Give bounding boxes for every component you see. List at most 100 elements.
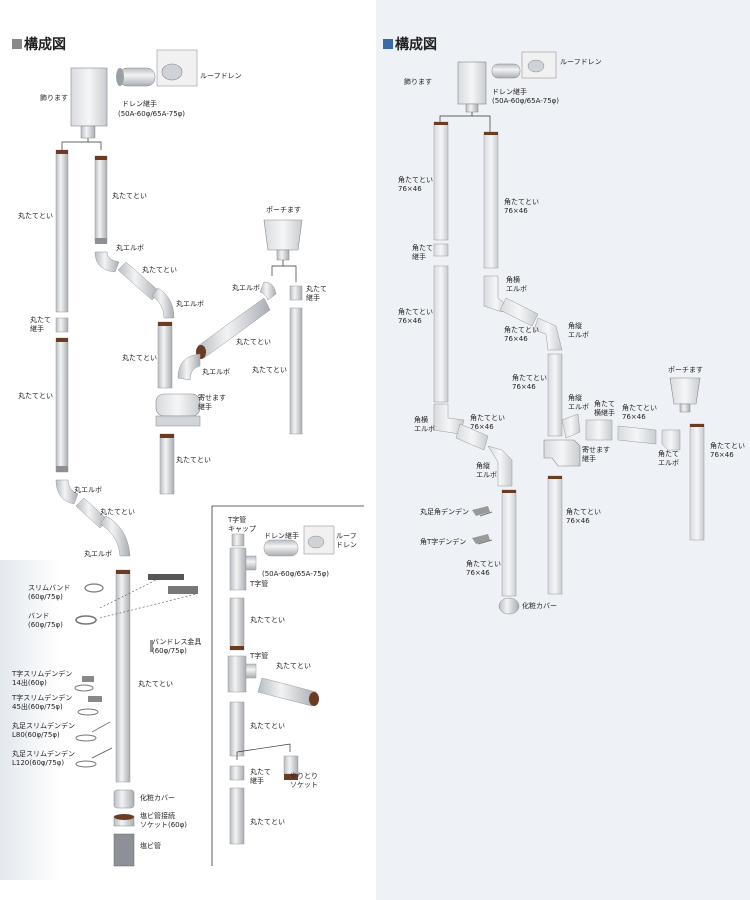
square-gutter-pipe (547, 475, 563, 595)
porch-box-label: ポーチます (266, 206, 301, 214)
bracket-fittings (74, 676, 113, 768)
round-gutter-label: 丸たてとい (100, 508, 135, 516)
round-gutter-pipe (55, 149, 69, 313)
inset-roof-drain-label: ルーフ ドレン (336, 532, 357, 549)
square-gutter-pipe (547, 353, 563, 437)
round-elbow-label: 丸エルボ (202, 368, 230, 376)
round-gutter-label: 丸たてとい (250, 722, 285, 730)
slim-band-label: スリムバンド (60φ/75φ) (28, 584, 71, 601)
drain-joint (116, 67, 156, 87)
round-foot-bracket-l120-label: 丸足スリムデンデン L120(60φ/75φ) (12, 750, 75, 767)
round-gutter-pipe (157, 321, 173, 389)
t-pipe (227, 655, 247, 693)
round-gutter-label: 丸たてとい (252, 366, 287, 374)
round-gutter-pipe (229, 701, 245, 757)
t-pipe-label: T字管 (250, 580, 269, 588)
square-gutter-pipe (617, 425, 657, 445)
round-gutter-label: 丸たてとい (250, 818, 285, 826)
collector-box-label: 寄せます 継手 (582, 446, 610, 463)
decorative-cover (498, 597, 520, 615)
round-gutter-label: 丸たてとい (122, 354, 157, 362)
t-pipe-cap (231, 533, 245, 547)
square-elbow-label: 角縦 エルボ (568, 394, 589, 411)
drain-joint-label: ドレン継手 (122, 100, 157, 108)
square-gutter-pipe (483, 131, 499, 269)
round-elbow-label: 丸エルボ (232, 284, 260, 292)
round-gutter-pipe (229, 597, 245, 651)
round-gutter-pipe (257, 677, 317, 707)
t-slim-bracket-45-label: T字スリムデンデン 45出(60φ/75φ) (12, 694, 73, 711)
square-elbow (487, 445, 513, 487)
square-gutter-label: 角たてとい 76×46 (398, 308, 433, 325)
round-gutter-pipe (289, 307, 303, 435)
square-joint-label: 角たて 継手 (412, 244, 433, 261)
band-label: バンド (60φ/75φ) (28, 612, 63, 629)
left-diagram-title: 構成図 (12, 34, 66, 54)
square-gutter-pipe (501, 489, 517, 597)
round-gutter-label: 丸たてとい (250, 616, 285, 624)
round-elbow-label: 丸エルボ (84, 550, 112, 558)
round-gutter-label: 丸たてとい (138, 680, 173, 688)
roof-drain (156, 49, 198, 87)
round-elbow (177, 353, 201, 381)
decorative-cover-label: 化粧カバー (140, 794, 175, 802)
drain-joint-size-label: (50A-60φ/65A-75φ) (118, 110, 186, 118)
square-elbow (661, 429, 681, 451)
round-joint (229, 765, 245, 781)
porch-box-label: ポーチます (668, 366, 703, 374)
round-gutter-label: 丸たてとい (176, 456, 211, 464)
square-elbow-label: 角横 エルボ (506, 276, 527, 293)
round-gutter-pipe (115, 569, 131, 783)
square-elbow (433, 403, 465, 435)
round-elbow (151, 287, 175, 319)
decorative-box (457, 61, 487, 105)
collector-box (155, 393, 201, 427)
square-gutter-label: 角たてとい 76×46 (504, 326, 539, 343)
t-pipe-cap-label: T字管 キャップ (228, 516, 256, 533)
decorative-box (70, 67, 108, 139)
round-gutter-label: 丸たてとい (276, 662, 311, 670)
round-gutter-pipe (197, 297, 271, 359)
square-elbow-label: 角たて エルボ (658, 450, 679, 467)
square-elbow-label: 角縦 エルボ (568, 322, 589, 339)
round-elbow (94, 251, 120, 273)
sliding-socket-label: やりとり ソケット (290, 772, 318, 789)
round-foot-bracket-l80-label: 丸足スリムデンデン L80(60φ/75φ) (12, 722, 75, 739)
round-gutter-pipe (55, 337, 69, 473)
round-gutter-label: 丸たてとい (236, 338, 271, 346)
bracket-fittings (472, 506, 493, 545)
round-gutter-label: 丸たてとい (112, 192, 147, 200)
right-diagram-title: 構成図 (383, 34, 437, 54)
title-square-icon (12, 39, 22, 49)
square-gutter-label: 角たてとい 76×46 (470, 414, 505, 431)
porch-box (669, 377, 701, 405)
inset-drain-joint (263, 539, 299, 557)
round-gutter-label: 丸たてとい (18, 392, 53, 400)
t-pipe (229, 547, 247, 591)
square-joint (585, 419, 613, 441)
decorative-cover-label: 化粧カバー (522, 602, 557, 610)
round-joint-label: 丸たて 継手 (30, 316, 51, 333)
round-gutter-pipe (159, 433, 175, 495)
square-gutter-pipe (499, 297, 539, 327)
round-elbow (55, 479, 79, 505)
decorative-cover (113, 789, 135, 809)
square-joint (433, 243, 449, 257)
square-gutter-label: 角たてとい 76×46 (622, 404, 657, 421)
pvc-socket-label: 塩ビ管接続 ソケット(60φ) (140, 812, 187, 829)
t-pipe-label: T字管 (250, 652, 269, 660)
square-gutter-label: 角たてとい 76×46 (710, 442, 745, 459)
square-t-bracket-label: 角T字デンデン (420, 538, 467, 546)
round-elbow-label: 丸エルボ (74, 486, 102, 494)
drain-joint (491, 63, 521, 79)
square-gutter-label: 角たてとい 76×46 (398, 176, 433, 193)
round-elbow-label: 丸エルボ (116, 244, 144, 252)
round-joint-label: 丸たて 継手 (250, 768, 271, 785)
decorative-box-label: 飾ります (404, 78, 432, 86)
right-diagram (433, 51, 705, 615)
square-gutter-pipe (455, 423, 489, 451)
title-square-icon (383, 39, 393, 49)
bandless-fitting-label: バンドレス金具 (60φ/75φ) (152, 638, 202, 655)
square-elbow (561, 413, 581, 439)
square-elbow-label: 角横 エルボ (414, 416, 435, 433)
